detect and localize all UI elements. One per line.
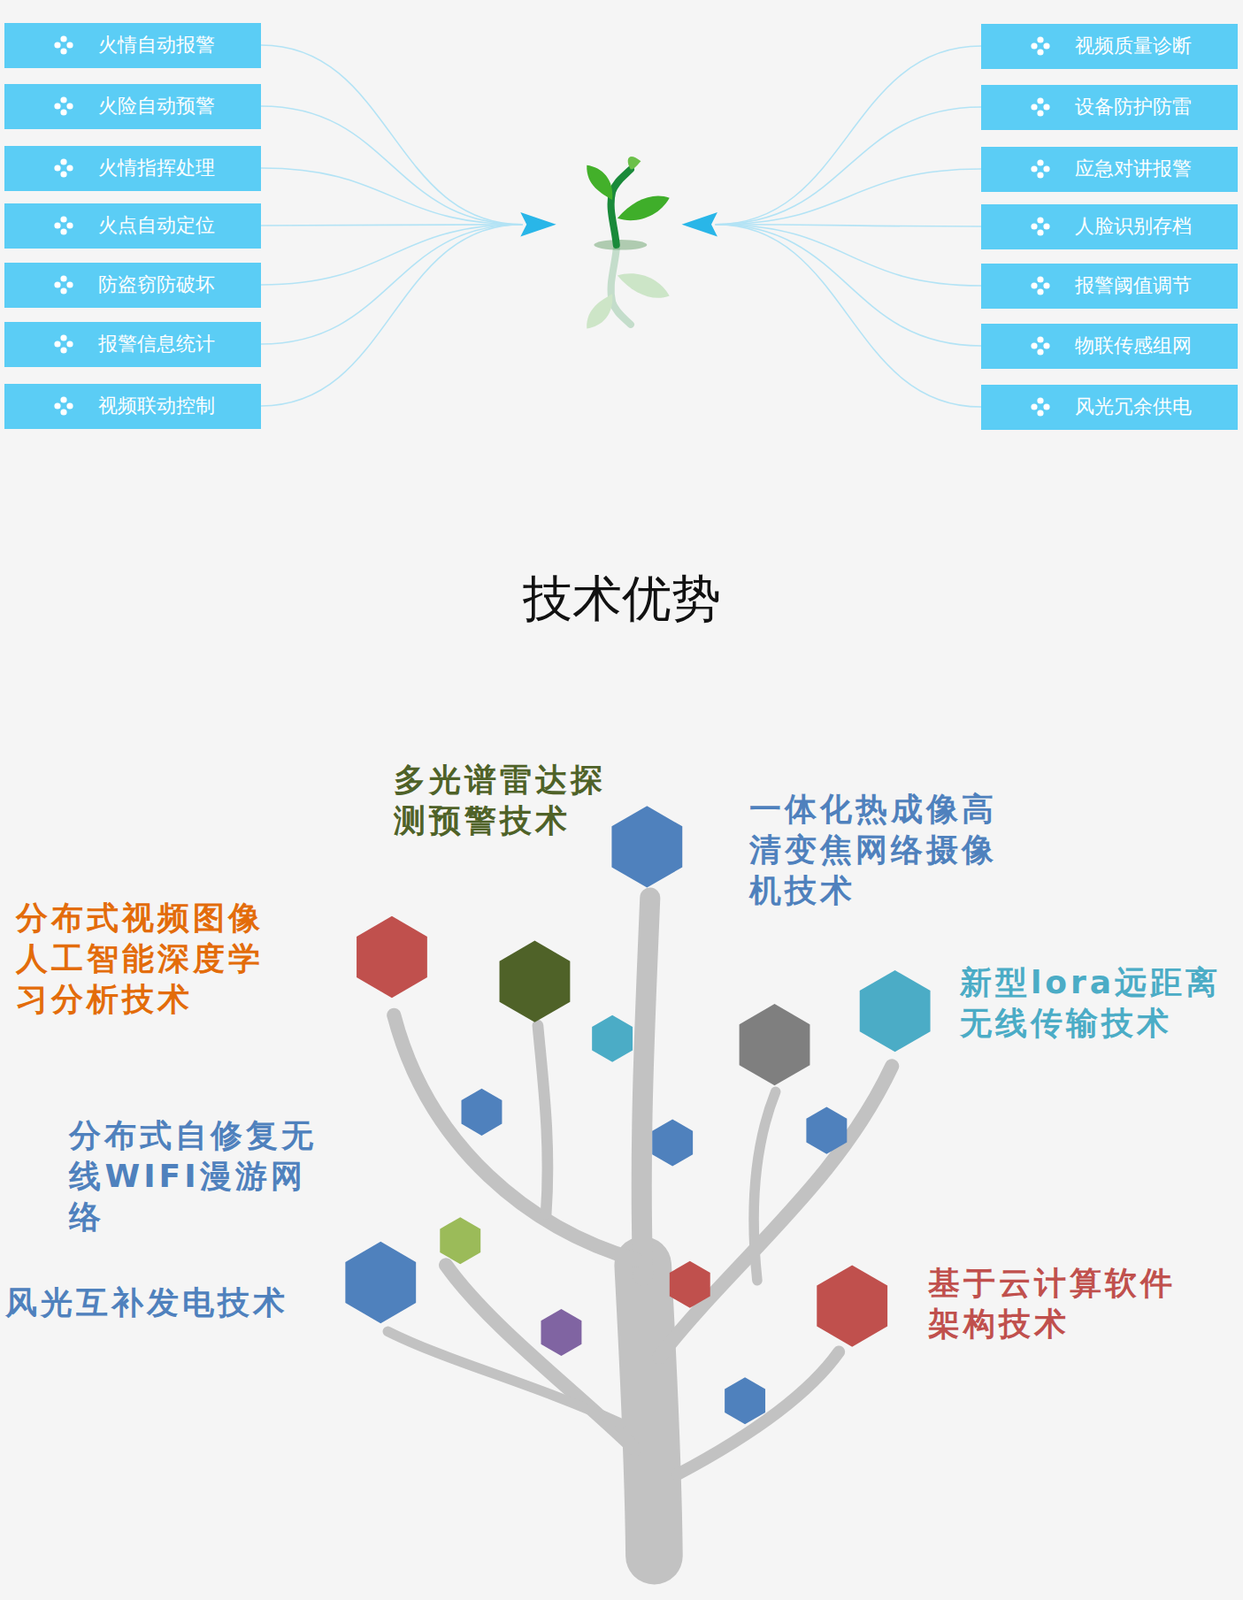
leader-line <box>260 45 523 225</box>
hexagon <box>540 1309 582 1357</box>
box-text: 风光冗余供电 <box>1074 393 1192 421</box>
hexagon <box>499 941 571 1023</box>
leader-line <box>260 168 523 225</box>
feature-box: 火情自动报警 <box>4 23 261 69</box>
box-text: 人脸识别存档 <box>1074 213 1192 240</box>
bullet-icon <box>53 396 74 416</box>
hexagon <box>669 1261 711 1309</box>
technology-label: 基于云计算软件架构技术 <box>928 1263 1190 1345</box>
hexagon <box>591 1015 633 1063</box>
hexagon <box>652 1119 693 1167</box>
box-text: 物联传感组网 <box>1074 332 1192 360</box>
hexagon <box>611 805 683 888</box>
feature-box: 火险自动预警 <box>4 84 261 130</box>
feature-box: 报警信息统计 <box>4 322 261 368</box>
hexagon <box>356 916 428 998</box>
leader-line <box>260 224 523 407</box>
technology-label: 一体化热成像高清变焦网络摄像机技术 <box>749 789 1012 912</box>
hexagon <box>739 1004 811 1086</box>
feature-box: 风光冗余供电 <box>981 384 1238 430</box>
bullet-icon <box>53 158 74 178</box>
technology-label: 新型lora远距离无线传输技术 <box>959 962 1236 1044</box>
feature-box: 物联传感组网 <box>981 323 1238 369</box>
technology-label: 多光谱雷达探测预警技术 <box>393 759 621 842</box>
leader-line <box>715 224 982 346</box>
feature-box: 视频联动控制 <box>4 383 261 430</box>
hexagon <box>724 1377 766 1425</box>
box-text: 火点自动定位 <box>98 212 215 239</box>
box-text: 防盗窃防破坏 <box>98 271 215 299</box>
leader-line <box>260 224 523 345</box>
feature-box: 报警阈值调节 <box>981 263 1238 309</box>
bullet-icon <box>1030 276 1051 296</box>
leader-line <box>715 224 982 407</box>
box-text: 火情自动报警 <box>98 31 215 59</box>
feature-box: 防盗窃防破坏 <box>4 262 261 308</box>
feature-box: 应急对讲报警 <box>981 146 1238 192</box>
bullet-icon <box>53 275 74 295</box>
arrow-head <box>682 212 718 238</box>
technology-label: 分布式自修复无线WIFI漫游网络 <box>69 1115 331 1238</box>
box-text: 视频联动控制 <box>98 392 215 420</box>
feature-box: 视频质量诊断 <box>981 23 1238 70</box>
bullet-icon <box>53 334 74 354</box>
bullet-icon <box>1030 397 1051 417</box>
box-text: 设备防护防雷 <box>1074 93 1192 121</box>
section-title: 技术优势 <box>0 566 1243 634</box>
leader-line <box>715 224 982 286</box>
bullet-icon <box>1030 216 1051 237</box>
bullet-icon <box>1030 36 1051 56</box>
arrow-head <box>520 212 556 238</box>
bullet-icon <box>1030 336 1051 356</box>
leader-line <box>260 224 523 226</box>
box-text: 报警阈值调节 <box>1074 272 1192 300</box>
technology-label: 分布式视频图像人工智能深度学习分析技术 <box>15 897 278 1021</box>
bullet-icon <box>53 96 74 116</box>
feature-box: 火情指挥处理 <box>4 145 261 192</box>
bullet-icon <box>53 35 74 55</box>
bullet-icon <box>1030 97 1051 117</box>
leader-line <box>260 224 523 285</box>
hexagon <box>805 1107 847 1155</box>
leader-line <box>715 46 982 225</box>
feature-box: 人脸识别存档 <box>981 204 1238 250</box>
hexagon <box>439 1217 481 1265</box>
hexagon <box>345 1242 416 1324</box>
tree-illustration <box>387 897 892 1557</box>
box-text: 报警信息统计 <box>98 330 215 358</box>
leader-line <box>715 168 982 225</box>
technology-label: 风光互补发电技术 <box>5 1282 307 1324</box>
box-text: 火情指挥处理 <box>98 154 215 182</box>
box-text: 应急对讲报警 <box>1074 155 1192 183</box>
feature-box: 火点自动定位 <box>4 203 261 249</box>
leader-line <box>715 107 982 225</box>
leader-line <box>260 106 523 225</box>
box-text: 视频质量诊断 <box>1074 32 1192 60</box>
sprout-icon <box>586 156 669 329</box>
hexagon <box>461 1089 503 1136</box>
bullet-icon <box>1030 159 1051 179</box>
box-text: 火险自动预警 <box>98 92 215 120</box>
hexagon <box>859 970 931 1052</box>
hexagon <box>816 1265 888 1347</box>
feature-box: 设备防护防雷 <box>981 84 1238 131</box>
bullet-icon <box>53 215 74 236</box>
